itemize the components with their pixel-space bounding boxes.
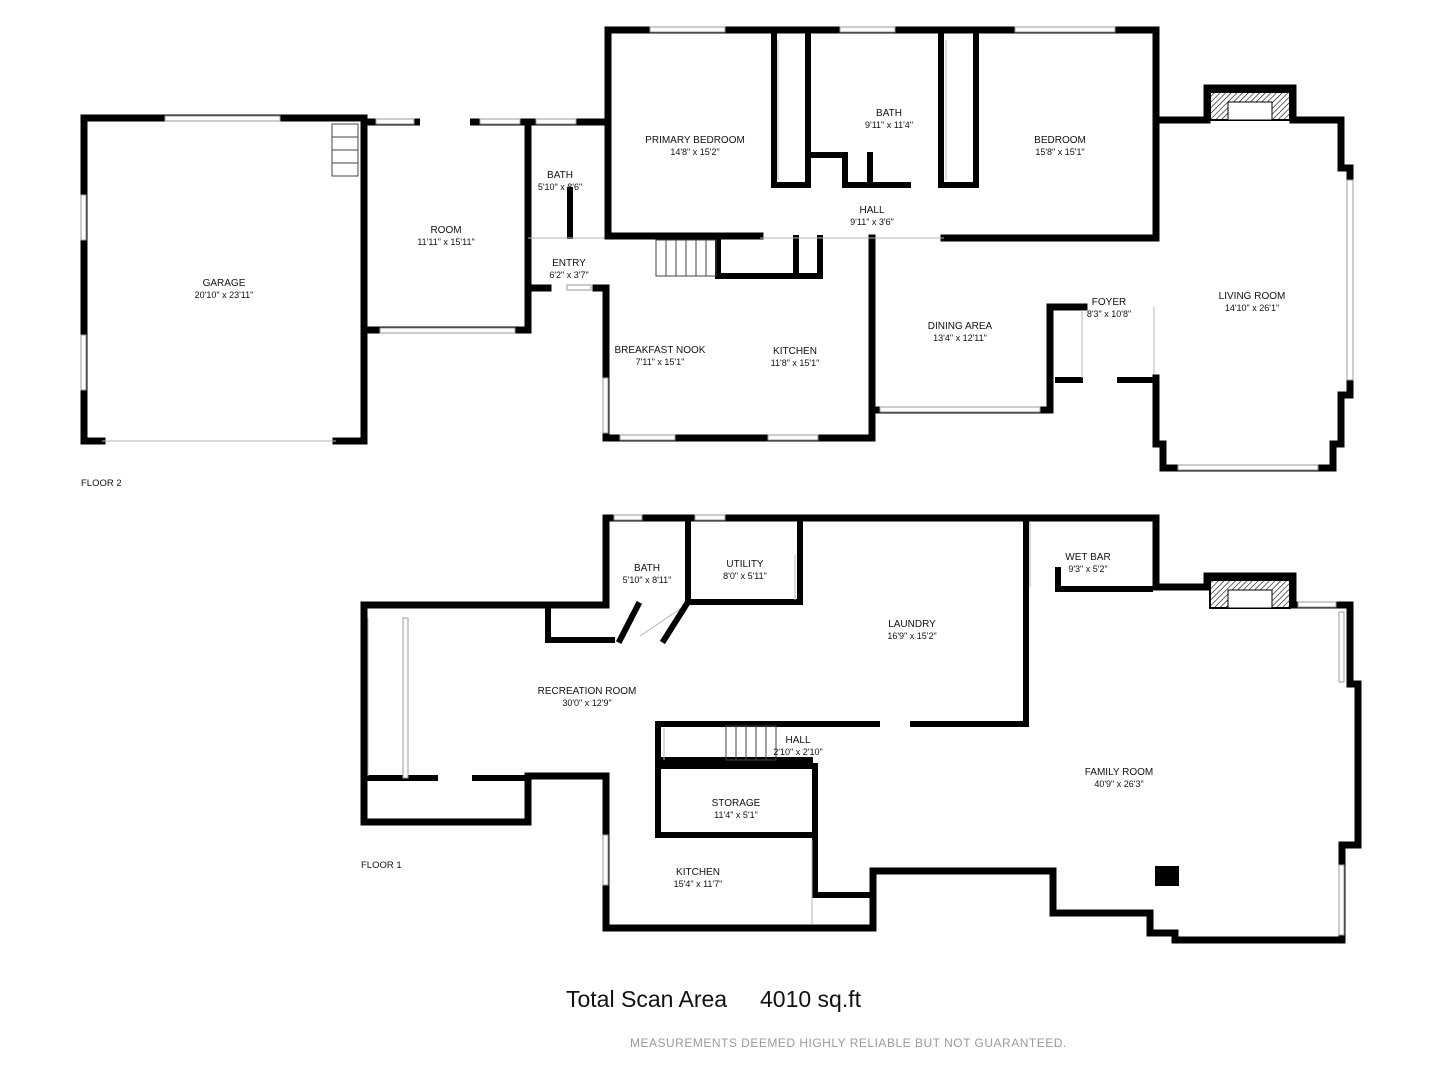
floor-1-stairs-icon — [725, 725, 777, 761]
bedroom-wing-walls — [604, 26, 1160, 242]
room-dimensions: 11'8" x 15'1" — [771, 358, 820, 368]
room-dimensions: 11'4" x 5'1" — [714, 810, 758, 820]
room-label: BEDROOM — [1034, 135, 1086, 146]
room-dimensions: 30'0" x 12'9" — [562, 698, 611, 708]
room-label: LAUNDRY — [888, 619, 936, 630]
laundry-walls — [657, 515, 1153, 729]
room-dimensions: 14'10" x 26'1" — [1225, 303, 1279, 313]
room-dimensions: 20'10" x 23'11" — [195, 290, 254, 300]
garage-walls — [80, 114, 368, 445]
bath-utility-walls — [659, 515, 803, 645]
room-label: KITCHEN — [773, 346, 817, 357]
room-label: GARAGE — [203, 278, 246, 289]
total-scan-area-value: 4010 sq.ft — [760, 986, 862, 1012]
room-dimensions: 5'10" x 8'6" — [538, 182, 582, 192]
room-dimensions: 11'11" x 15'11" — [417, 237, 474, 247]
room-label: BATH — [876, 108, 902, 119]
room-label: UTILITY — [726, 559, 764, 570]
floor-1-labels: BATH 5'10" x 8'11" UTILITY 8'0" x 5'11" … — [361, 552, 1153, 889]
garage-steps-icon — [331, 123, 359, 177]
room-dimensions: 13'4" x 12'11" — [933, 333, 987, 343]
room-label: LIVING ROOM — [1219, 291, 1286, 302]
living-room-walls — [1152, 84, 1354, 472]
room-dimensions: 6'2" x 3'7" — [549, 270, 588, 280]
room-label: FAMILY ROOM — [1085, 767, 1154, 778]
room-label: BATH — [547, 170, 573, 181]
floor-2-stairs-icon — [655, 239, 717, 277]
total-scan-area-label: Total Scan Area — [566, 986, 727, 1012]
room-label: BREAKFAST NOOK — [615, 345, 706, 356]
room-dimensions: 7'11" x 15'1" — [636, 357, 685, 367]
room-dimensions: 8'3" x 10'8" — [1087, 309, 1131, 319]
room-label: FOYER — [1092, 297, 1126, 308]
floor-2-labels: GARAGE 20'10" x 23'11" ROOM 11'11" x 15'… — [81, 108, 1285, 489]
room-dimensions: 9'3" x 5'2" — [1068, 564, 1107, 574]
room-label: BATH — [634, 563, 660, 574]
room-dimensions: 40'9" x 26'3" — [1094, 779, 1143, 789]
kitchen-walls — [602, 234, 876, 442]
dining-foyer-walls — [868, 237, 1159, 414]
room-label: PRIMARY BEDROOM — [645, 135, 745, 146]
room-dimensions: 16'9" x 15'2" — [887, 631, 936, 641]
room-dimensions: 2'10" x 2'10" — [773, 747, 822, 757]
footer: Total Scan Area 4010 sq.ft MEASUREMENTS … — [566, 986, 1067, 1050]
room-label: RECREATION ROOM — [538, 686, 637, 697]
stair-storage-walls — [655, 721, 1179, 924]
floor-1-plan: BATH 5'10" x 8'11" UTILITY 8'0" x 5'11" … — [360, 514, 1362, 944]
floor-1-label: FLOOR 1 — [361, 860, 402, 871]
room-dimensions: 9'11" x 11'4" — [865, 120, 913, 130]
room-dimensions: 9'11" x 3'6" — [850, 217, 894, 227]
room-label: STORAGE — [712, 798, 761, 809]
floor-1-outline-walls — [360, 514, 1362, 944]
room-dimensions: 8'0" x 5'11" — [723, 571, 767, 581]
room-label: ROOM — [430, 225, 461, 236]
floor-2-plan: GARAGE 20'10" x 23'11" ROOM 11'11" x 15'… — [80, 26, 1354, 489]
room-dimensions: 14'8" x 15'2" — [670, 147, 719, 157]
room-dimensions: 15'4" x 11'7" — [674, 879, 723, 889]
room-label: HALL — [859, 205, 884, 216]
room-label: DINING AREA — [928, 321, 993, 332]
room-label: HALL — [785, 735, 810, 746]
recreation-room-walls — [365, 600, 687, 783]
room-label: ENTRY — [552, 258, 586, 269]
column-icon — [1155, 866, 1179, 886]
room-dimensions: 5'10" x 8'11" — [623, 575, 672, 585]
room-label: WET BAR — [1065, 552, 1110, 563]
disclaimer-text: MEASUREMENTS DEEMED HIGHLY RELIABLE BUT … — [630, 1036, 1067, 1050]
floor-2-label: FLOOR 2 — [81, 478, 122, 489]
room-label: KITCHEN — [676, 867, 720, 878]
room-dimensions: 15'8" x 15'1" — [1035, 147, 1084, 157]
